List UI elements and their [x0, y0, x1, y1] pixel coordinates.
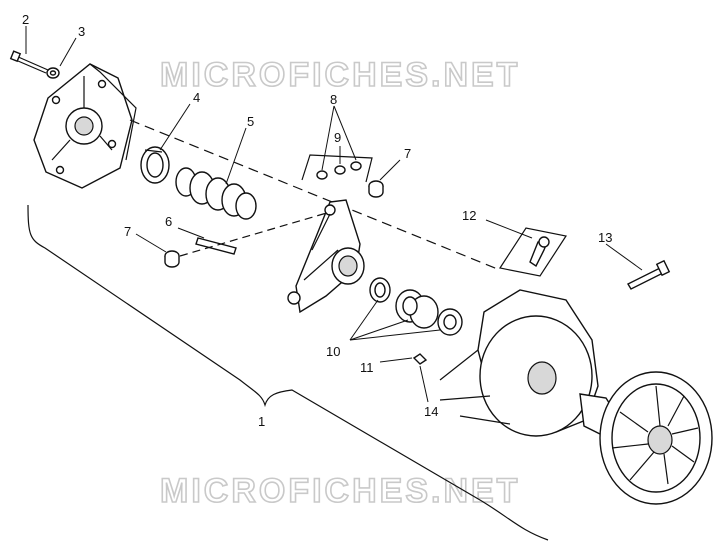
bushing-part: [140, 146, 170, 184]
callout-11: 11: [360, 360, 374, 375]
moveable-sheave-part: [439, 289, 599, 437]
shaft-bushing-part: [437, 308, 463, 336]
bolt-part: [9, 50, 49, 74]
callout-7-left: 7: [124, 224, 131, 239]
assembly-bracket: [27, 204, 549, 541]
clip-part: [499, 227, 567, 277]
spider-arm-part: [287, 199, 365, 314]
set-screw-part: [412, 353, 428, 365]
nut-washer-set: [301, 154, 373, 183]
callout-3: 3: [78, 24, 85, 39]
cover-plate-part: [33, 63, 137, 189]
roller-right-part: [368, 180, 384, 198]
leader-lines: [25, 26, 643, 403]
roller-left-part: [164, 250, 180, 268]
callout-7-right: 7: [404, 146, 411, 161]
pin-axis: [179, 211, 331, 257]
callout-10: 10: [326, 344, 340, 359]
watermark-top: MICROFICHES.NET: [160, 56, 520, 94]
pin-part: [195, 237, 237, 255]
callout-2: 2: [22, 12, 29, 27]
callout-8: 8: [330, 92, 337, 107]
callout-1: 1: [258, 414, 265, 429]
center-axis: [129, 119, 501, 271]
callout-5: 5: [247, 114, 254, 129]
washer-part: [46, 67, 60, 79]
fixed-sheave-part: [579, 371, 713, 505]
long-bolt-part: [627, 259, 671, 290]
callout-4: 4: [193, 90, 200, 105]
spacer-washers-part: [369, 277, 439, 329]
watermark-bottom: MICROFICHES.NET: [160, 472, 520, 510]
spring-part: [175, 167, 257, 220]
callout-13: 13: [598, 230, 612, 245]
callout-6: 6: [165, 214, 172, 229]
callout-9: 9: [334, 130, 341, 145]
callout-14: 14: [424, 404, 438, 419]
callout-12: 12: [462, 208, 476, 223]
